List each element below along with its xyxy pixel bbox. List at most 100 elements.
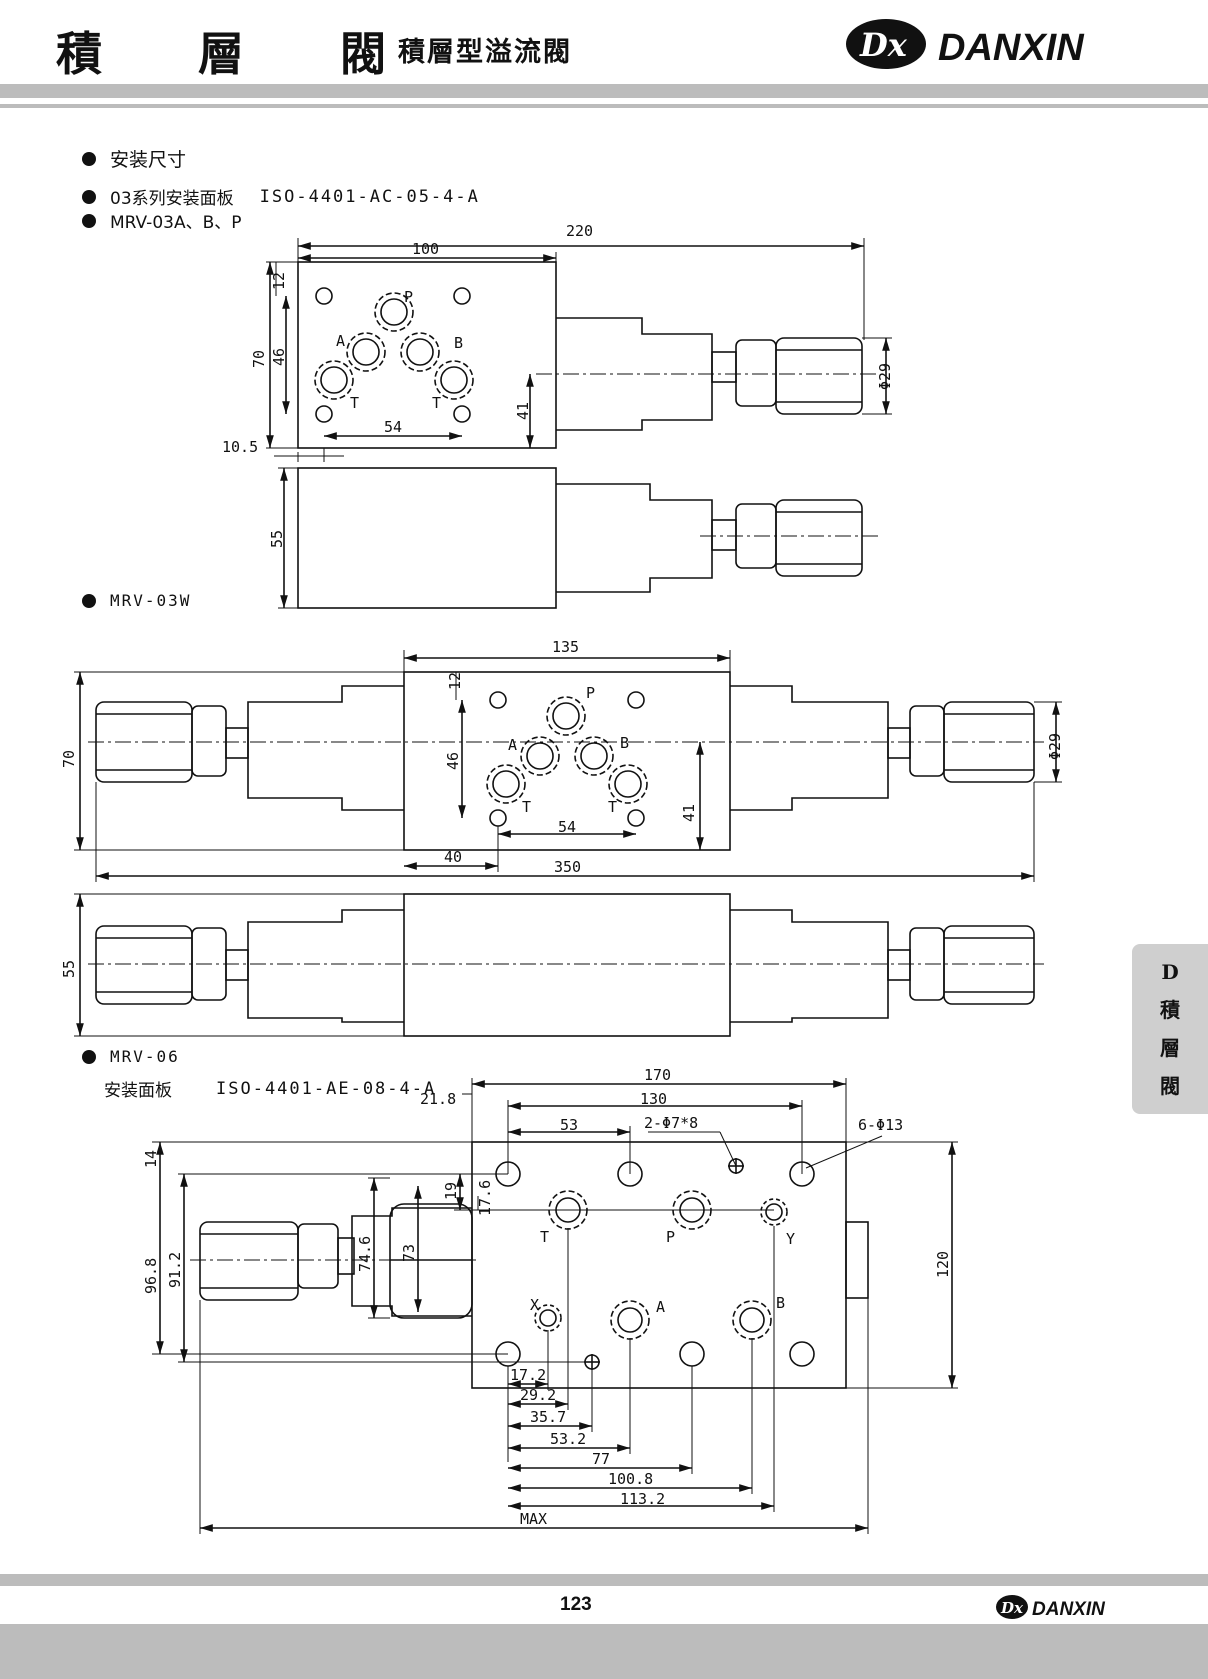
model-06-label: MRV-06 [110, 1047, 180, 1066]
port-p: P [586, 684, 595, 702]
header-rule [0, 104, 1208, 108]
bullet-model-06: MRV-06 [82, 1047, 180, 1066]
plate-03-code: ISO-4401-AC-05-4-A [259, 186, 480, 207]
dim-350: 350 [554, 858, 581, 876]
dim-phi29: Φ29 [876, 363, 894, 390]
logo-letters: Dx [859, 26, 908, 64]
side-tab-char: 層 [1160, 1036, 1180, 1060]
logo-brand: DANXIN [938, 27, 1085, 69]
header-bar [0, 84, 1208, 98]
page-number: 123 [560, 1594, 592, 1615]
footer-logo: Dx DANXIN [996, 1595, 1106, 1620]
mrv03-top-view [297, 261, 880, 449]
port-a: A [336, 332, 345, 350]
dim-70: 70 [250, 350, 268, 368]
mrv06-view [190, 1141, 869, 1389]
mrv03w-top-view [88, 671, 1044, 851]
dim-135: 135 [552, 638, 579, 656]
plate-06-label: 安装面板 [104, 1081, 172, 1101]
dim-120: 120 [934, 1251, 952, 1278]
dim-12: 12 [270, 272, 288, 290]
dim-100: 100 [412, 240, 439, 258]
side-tab: D 積 層 閥 [1132, 944, 1208, 1114]
dim-12: 12 [446, 672, 464, 690]
valve-body-top [297, 261, 557, 449]
side-tab-char: 積 [1160, 998, 1180, 1022]
dim-29-2: 29.2 [520, 1386, 556, 1404]
dim-53-2: 53.2 [550, 1430, 586, 1448]
port-t: T [522, 798, 531, 816]
port-b: B [454, 334, 463, 352]
bullet-dot [82, 213, 96, 228]
bullet-model-w: MRV-03W [82, 591, 191, 610]
port-a: A [508, 736, 517, 754]
dim-74-6: 74.6 [356, 1236, 374, 1272]
valve-body-side [297, 467, 557, 609]
dim-46: 46 [444, 752, 462, 770]
dim-54: 54 [384, 418, 402, 436]
port-t: T [608, 798, 617, 816]
page-title: 積 層 閥 [56, 27, 427, 81]
bullet-plate-03: 03系列安装面板 ISO-4401-AC-05-4-A [82, 184, 480, 209]
bullet-dot [82, 593, 96, 608]
dim-6-holes: 6-Φ13 [858, 1116, 903, 1134]
dim-77: 77 [592, 1450, 610, 1468]
port-p: P [404, 288, 413, 306]
dim-55: 55 [268, 530, 286, 548]
port-p: P [666, 1228, 675, 1246]
dim-113-2: 113.2 [620, 1490, 665, 1508]
dim-46: 46 [270, 348, 288, 366]
side-tab-letter: D [1161, 960, 1179, 984]
dim-19: 19 [442, 1182, 460, 1200]
footer-bar [0, 1574, 1208, 1586]
dim-73: 73 [400, 1244, 418, 1262]
dim-14: 14 [142, 1150, 160, 1168]
port-b: B [776, 1294, 785, 1312]
bullet-model-abp: MRV-03A、B、P [82, 208, 242, 233]
dim-17-2: 17.2 [510, 1366, 546, 1384]
port-t: T [432, 394, 441, 412]
bullet-dot [82, 151, 96, 166]
dim-55: 55 [60, 960, 78, 978]
port-y: Y [786, 1230, 795, 1248]
danxin-logo: Dx DANXIN [846, 19, 1085, 69]
install-dimensions-label: 安装尺寸 [110, 149, 187, 171]
dim-100-8: 100.8 [608, 1470, 653, 1488]
footer-logo-letters: Dx [1000, 1599, 1024, 1617]
port-b: B [620, 734, 629, 752]
plate-03-label: 03系列安装面板 [110, 189, 234, 209]
valve-w-body [403, 671, 731, 851]
bullet-install: 安装尺寸 [82, 145, 186, 172]
dim-41: 41 [514, 402, 532, 420]
mrv03-side-view [297, 467, 880, 609]
bullet-dot [82, 1049, 96, 1064]
mrv03w-side-view [88, 893, 1044, 1037]
dim-54: 54 [558, 818, 576, 836]
dim-41: 41 [680, 804, 698, 822]
dim-91-2: 91.2 [166, 1252, 184, 1288]
dim-130: 130 [640, 1090, 667, 1108]
footer-band [0, 1624, 1208, 1679]
dim-max: MAX [520, 1510, 547, 1528]
page-subtitle: 積層型溢流閥 [398, 37, 572, 68]
dim-170: 170 [644, 1066, 671, 1084]
port-a: A [656, 1298, 665, 1316]
model-w-label: MRV-03W [110, 591, 192, 610]
dim-2-holes: 2-Φ7*8 [644, 1114, 698, 1132]
dim-10-5: 10.5 [222, 438, 258, 456]
model-abp-label: MRV-03A、B、P [110, 213, 242, 233]
side-tab-char: 閥 [1160, 1074, 1180, 1098]
dim-70: 70 [60, 750, 78, 768]
dim-17-6: 17.6 [476, 1180, 494, 1216]
dim-53: 53 [560, 1116, 578, 1134]
dim-phi29: Φ29 [1046, 733, 1064, 760]
dim-40: 40 [444, 848, 462, 866]
dim-35-7: 35.7 [530, 1408, 566, 1426]
port-t: T [350, 394, 359, 412]
port-x: X [530, 1296, 539, 1314]
port-t: T [540, 1228, 549, 1246]
dim-220: 220 [566, 222, 593, 240]
dim-96-8: 96.8 [142, 1258, 160, 1294]
